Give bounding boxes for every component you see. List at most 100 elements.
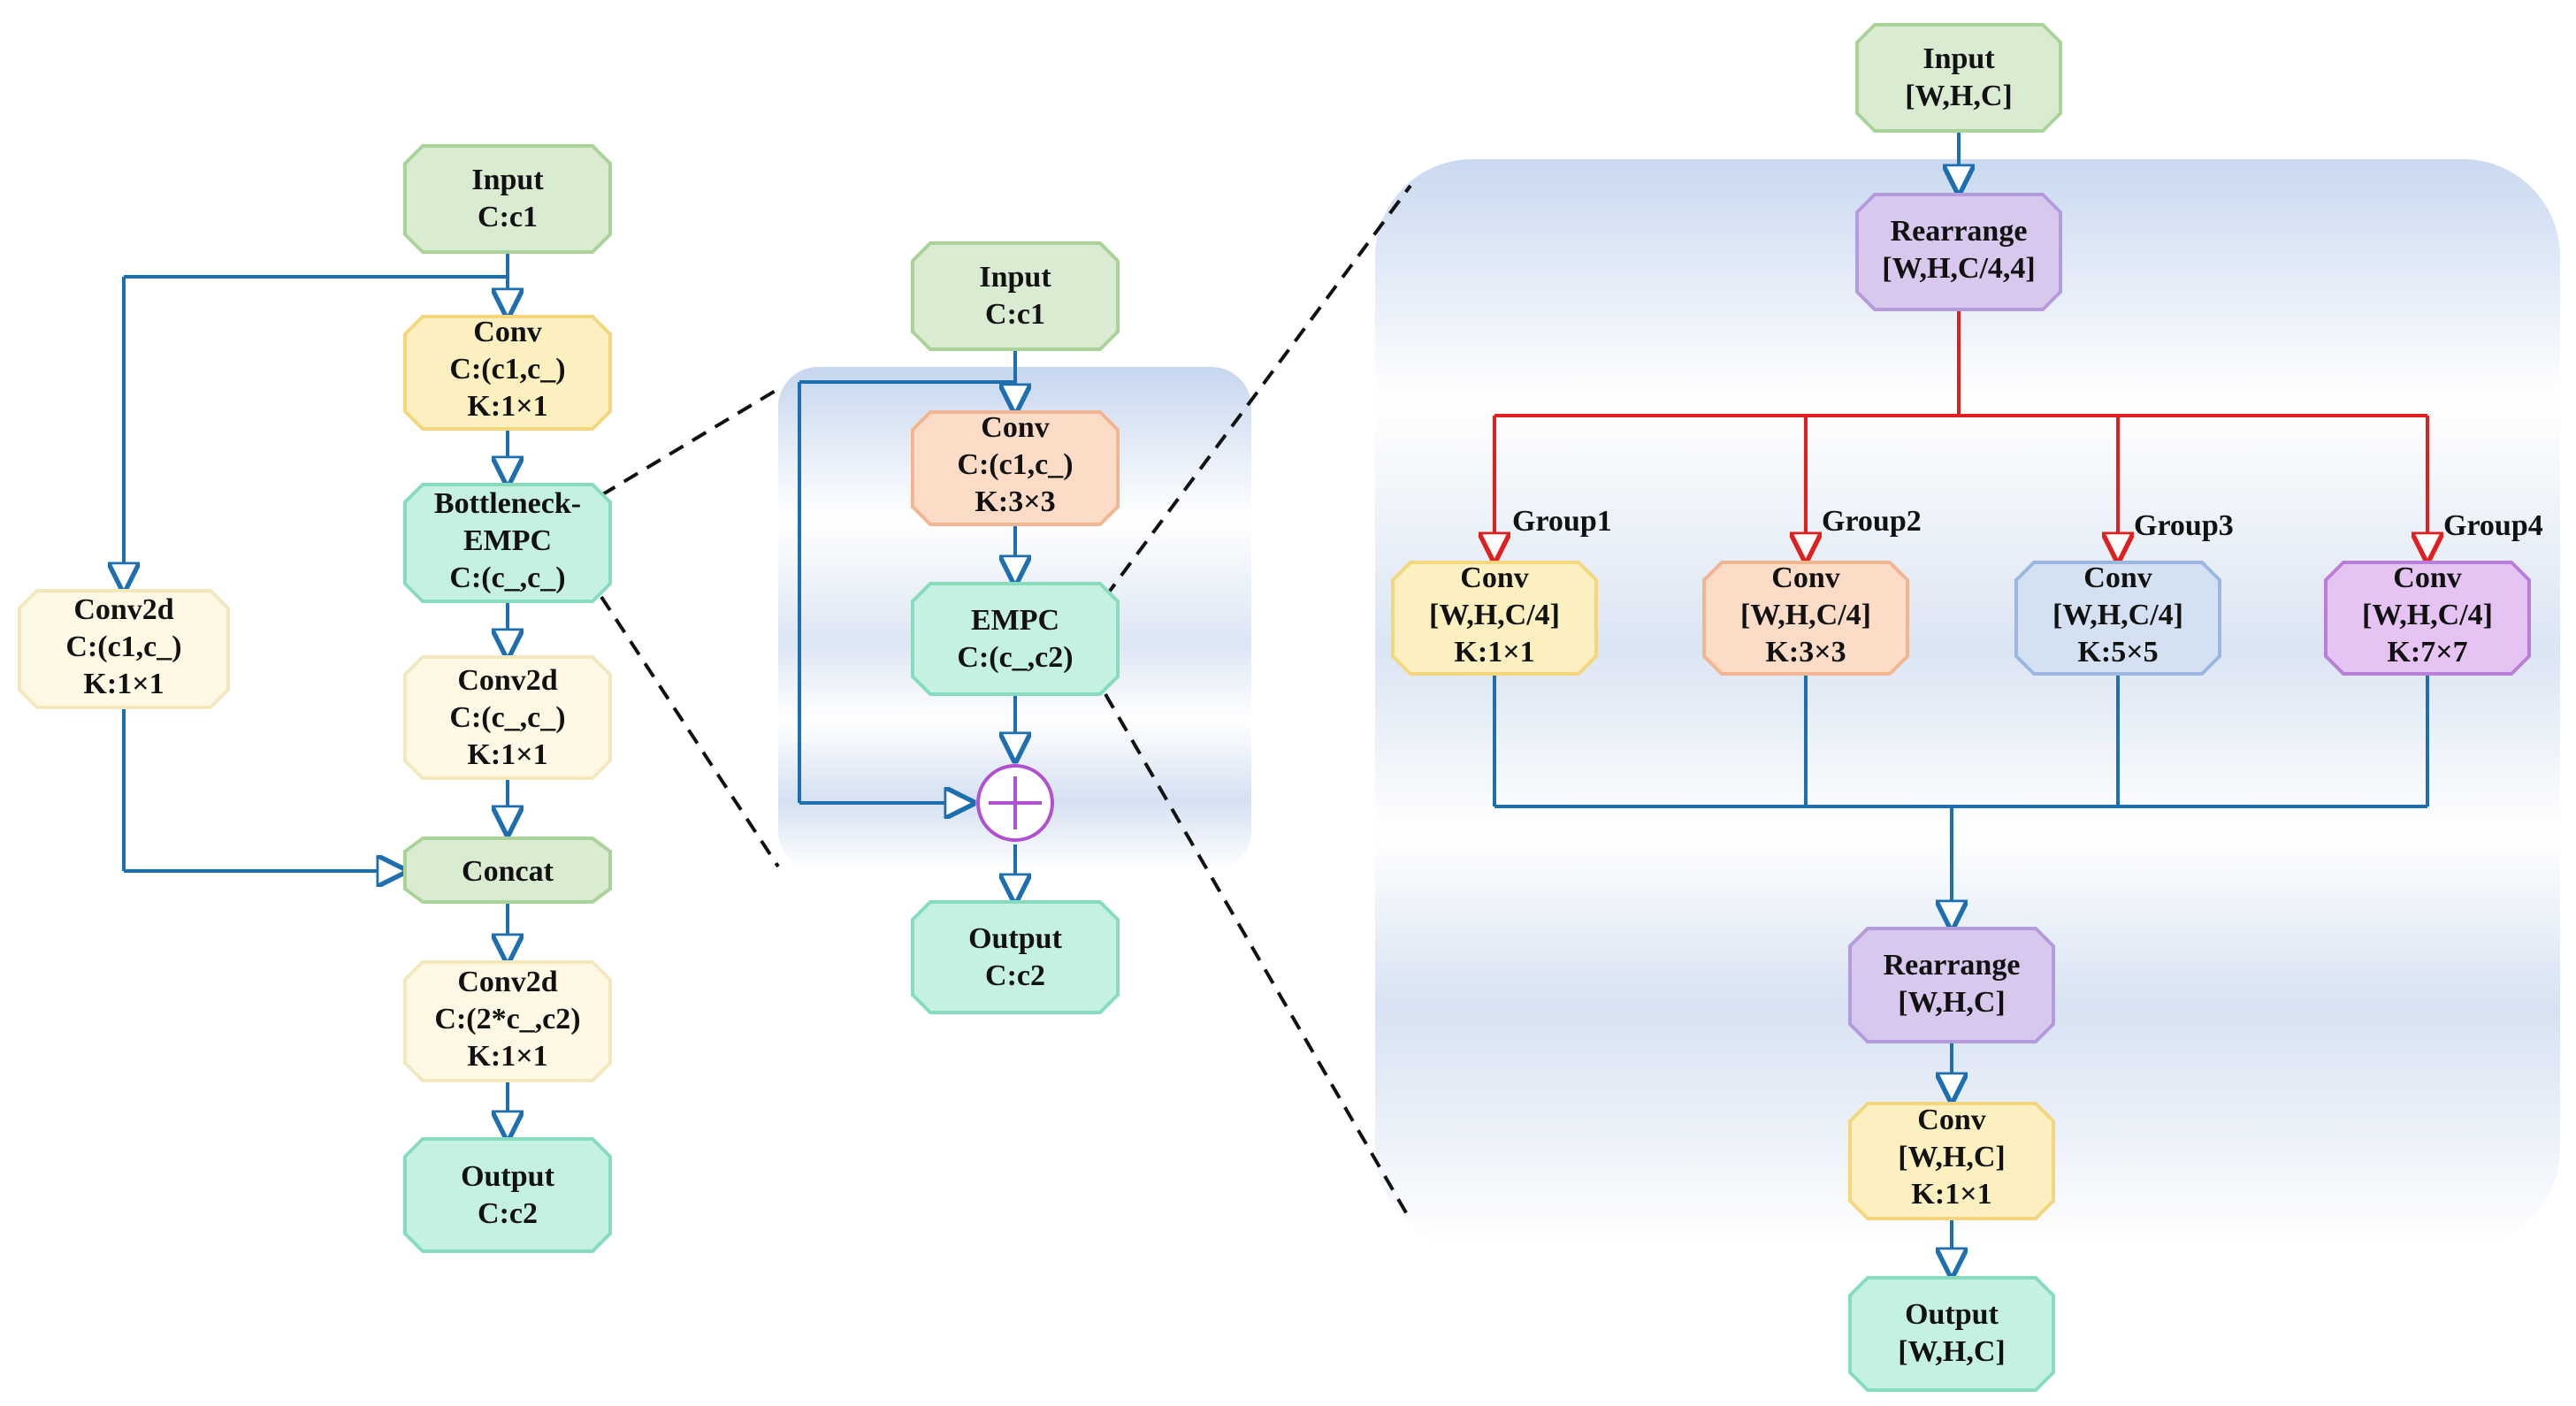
- node-shape: [2014, 561, 2221, 676]
- node-shape: [1848, 1102, 2055, 1220]
- node-shape: [1855, 193, 2062, 311]
- node-detail: [W,H,C/4]: [1429, 599, 1560, 631]
- middle-conv-node: Conv C:(c1,c_) K:3×3: [911, 410, 1120, 526]
- node-shape: [403, 655, 612, 780]
- group-label-4: Group4: [2443, 509, 2543, 542]
- node-title: Concat: [462, 855, 554, 888]
- node-title: Conv: [981, 411, 1049, 444]
- node-title: Bottleneck-: [434, 487, 581, 520]
- node-detail: C:(c1,c_): [449, 353, 565, 386]
- node-shape: [403, 144, 612, 254]
- middle-output-node: Output C:c2: [911, 900, 1120, 1014]
- node-detail: C:c1: [985, 298, 1045, 331]
- node-detail: [W,H,C]: [1905, 80, 2013, 112]
- node-shape: [1848, 1276, 2055, 1392]
- node-detail: C:(c_,c_): [449, 701, 565, 734]
- node-kernel: K:1×1: [1454, 636, 1534, 669]
- right-conv-node: Conv [W,H,C] K:1×1: [1848, 1102, 2055, 1220]
- node-shape: [1848, 927, 2055, 1043]
- residual-add-icon: [976, 764, 1054, 842]
- node-shape: [403, 483, 612, 603]
- left-bottleneck-empc-node: Bottleneck- EMPC C:(c_,c_): [403, 483, 612, 603]
- node-shape: [911, 582, 1120, 696]
- node-shape: [18, 589, 230, 709]
- node-detail: [W,H,C]: [1898, 1335, 2006, 1368]
- node-title: Input: [1922, 42, 1995, 75]
- middle-empc-node: EMPC C:(c_,c2): [911, 582, 1120, 696]
- node-kernel: K:1×1: [467, 1040, 547, 1073]
- node-detail: C:(c_,c2): [957, 641, 1073, 674]
- node-title: Output: [1905, 1298, 1999, 1331]
- node-detail: [W,H,C/4]: [1740, 599, 1871, 631]
- node-title: Conv2d: [457, 664, 557, 697]
- node-detail: [W,H,C]: [1898, 1141, 2006, 1173]
- node-detail: C:c1: [478, 201, 538, 233]
- group1-conv-node: Conv [W,H,C/4] K:1×1: [1391, 561, 1598, 676]
- node-title: Conv2d: [457, 966, 557, 998]
- left-concat-node: Concat: [403, 837, 612, 904]
- right-rearrange-split-node: Rearrange [W,H,C/4,4]: [1855, 193, 2062, 311]
- node-detail: C:(c_,c_): [449, 562, 565, 594]
- node-shape: [1855, 23, 2062, 133]
- node-title: Conv: [1771, 562, 1839, 594]
- left-conv2d-mid-node: Conv2d C:(c_,c_) K:1×1: [403, 655, 612, 780]
- node-title: Input: [471, 164, 544, 196]
- node-kernel: K:1×1: [467, 390, 547, 423]
- node-detail: [W,H,C/4]: [2052, 599, 2183, 631]
- node-shape: [1702, 561, 1909, 676]
- node-title-cont: EMPC: [463, 524, 552, 557]
- node-title: Output: [461, 1160, 554, 1193]
- node-shape: [911, 900, 1120, 1014]
- group-label-1: Group1: [1512, 505, 1612, 538]
- right-input-node: Input [W,H,C]: [1855, 23, 2062, 133]
- node-shape: [403, 837, 612, 904]
- group-label-3: Group3: [2134, 509, 2234, 542]
- node-title: Output: [968, 922, 1062, 955]
- node-kernel: K:3×3: [1765, 636, 1846, 669]
- node-kernel: K:1×1: [467, 738, 547, 771]
- node-shape: [403, 960, 612, 1082]
- left-output-node: Output C:c2: [403, 1137, 612, 1253]
- group-label-2: Group2: [1822, 505, 1922, 538]
- group4-conv-node: Conv [W,H,C/4] K:7×7: [2324, 561, 2531, 676]
- middle-input-node: Input C:c1: [911, 241, 1120, 351]
- node-detail: C:(2*c_,c2): [434, 1003, 580, 1035]
- right-output-node: Output [W,H,C]: [1848, 1276, 2055, 1392]
- node-title: Conv: [2393, 562, 2461, 594]
- node-shape: [2324, 561, 2531, 676]
- node-detail: C:c2: [985, 959, 1045, 992]
- node-title: Conv: [1460, 562, 1528, 594]
- node-detail: C:(c1,c_): [65, 630, 181, 663]
- left-conv-node: Conv C:(c1,c_) K:1×1: [403, 315, 612, 431]
- node-shape: [911, 241, 1120, 351]
- node-title: Rearrange: [1884, 949, 2021, 982]
- node-title: Conv: [2083, 562, 2152, 594]
- node-kernel: K:1×1: [83, 668, 164, 700]
- group2-conv-node: Conv [W,H,C/4] K:3×3: [1702, 561, 1909, 676]
- node-detail: [W,H,C/4,4]: [1882, 252, 2035, 285]
- node-title: Conv2d: [73, 593, 173, 626]
- right-rearrange-merge-node: Rearrange [W,H,C]: [1848, 927, 2055, 1043]
- middle-connectors: [798, 349, 1015, 902]
- node-detail: [W,H,C/4]: [2362, 599, 2493, 631]
- node-kernel: K:1×1: [1911, 1178, 1991, 1211]
- node-title: EMPC: [971, 604, 1059, 637]
- left-conv2d-side-node: Conv2d C:(c1,c_) K:1×1: [18, 589, 230, 709]
- left-input-node: Input C:c1: [403, 144, 612, 254]
- node-title: Conv: [473, 316, 541, 348]
- group3-conv-node: Conv [W,H,C/4] K:5×5: [2014, 561, 2221, 676]
- node-detail: [W,H,C]: [1898, 986, 2006, 1019]
- right-connectors: [1494, 131, 2427, 1276]
- node-kernel: K:5×5: [2077, 636, 2158, 669]
- node-title: Input: [979, 261, 1051, 294]
- node-kernel: K:7×7: [2387, 636, 2467, 669]
- node-shape: [403, 315, 612, 431]
- node-kernel: K:3×3: [975, 485, 1055, 518]
- left-conv2d-out-node: Conv2d C:(2*c_,c2) K:1×1: [403, 960, 612, 1082]
- node-shape: [1391, 561, 1598, 676]
- node-shape: [911, 410, 1120, 526]
- node-detail: C:(c1,c_): [957, 448, 1073, 481]
- left-connectors: [124, 252, 508, 1139]
- node-title: Conv: [1917, 1104, 1985, 1136]
